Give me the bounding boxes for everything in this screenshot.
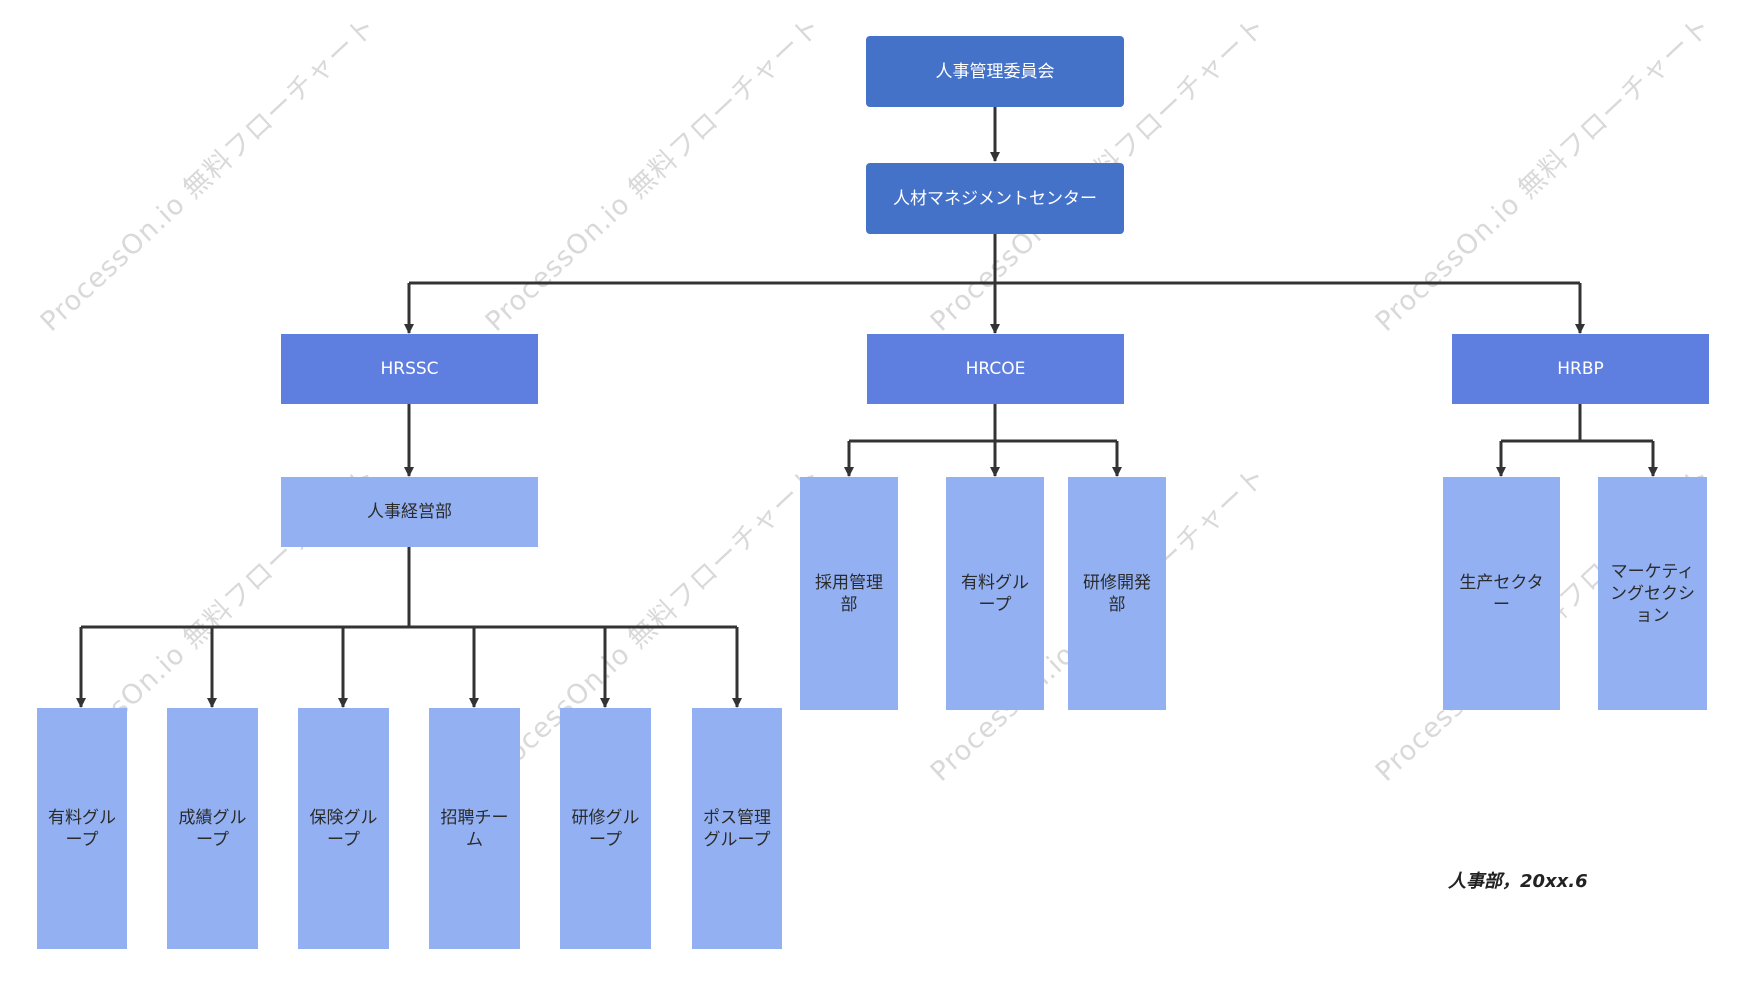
team-label: 成績グループ [178, 807, 247, 850]
team-label: 生产セクター [1459, 572, 1544, 615]
node-root-label: 人事管理委員会 [935, 61, 1055, 82]
node-division-hrssc: HRSSC [281, 334, 538, 404]
node-center: 人材マネジメントセンター [866, 163, 1124, 234]
team-label: 招聘チーム [440, 807, 509, 850]
node-division-hrcoe: HRCOE [867, 334, 1124, 404]
node-team: 研修グループ [560, 708, 651, 949]
node-team: 有料グループ [946, 477, 1044, 710]
node-center-label: 人材マネジメントセンター [893, 188, 1097, 209]
node-team: 保険グループ [298, 708, 389, 949]
division-label: HRCOE [965, 359, 1026, 379]
team-label: 研修開発部 [1083, 572, 1151, 615]
node-team: 生产セクター [1443, 477, 1560, 710]
team-label: ポス管理グループ [703, 807, 771, 850]
node-team: 研修開発部 [1068, 477, 1166, 710]
team-label: 有料グループ [961, 572, 1029, 615]
team-label: 有料グループ [48, 807, 116, 850]
team-label: 研修グループ [571, 807, 640, 850]
node-sub-department: 人事経営部 [281, 477, 538, 547]
node-team: 招聘チーム [429, 708, 520, 949]
node-team: マーケティングセクション [1598, 477, 1707, 710]
node-team: 成績グループ [167, 708, 258, 949]
team-label: 保険グループ [309, 807, 378, 850]
team-label: マーケティングセクション [1610, 561, 1695, 626]
footer-caption: 人事部，20xx.6 [1448, 871, 1588, 892]
node-team: 有料グループ [37, 708, 127, 949]
node-root: 人事管理委員会 [866, 36, 1124, 107]
division-label: HRBP [1557, 359, 1604, 379]
node-division-hrbp: HRBP [1452, 334, 1709, 404]
team-label: 採用管理部 [815, 572, 883, 615]
sub-department-label: 人事経営部 [367, 502, 452, 522]
node-team: 採用管理部 [800, 477, 898, 710]
node-team: ポス管理グループ [692, 708, 782, 949]
division-label: HRSSC [380, 359, 439, 379]
